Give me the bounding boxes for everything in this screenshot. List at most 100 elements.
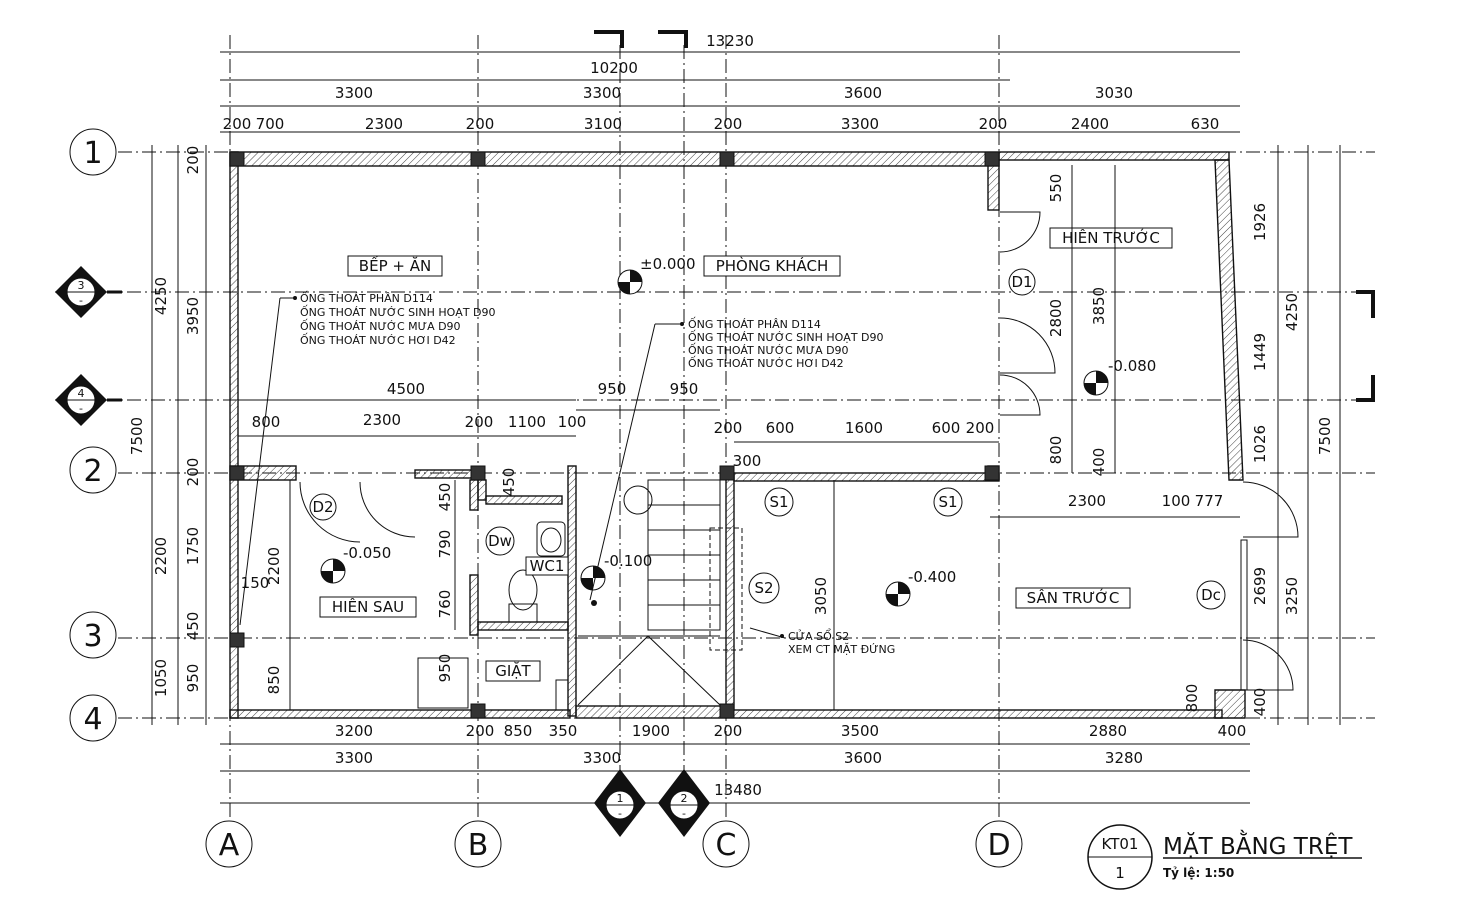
section-marker-2: 2 - [658,769,710,837]
svg-text:850: 850 [265,666,283,695]
svg-text:3600: 3600 [844,749,882,767]
level-marker-porch: -0.080 [1083,357,1156,396]
svg-text:950: 950 [184,664,202,693]
section-marker-3: 3 - [55,266,122,318]
wc-fixtures [417,521,569,711]
svg-text:-: - [618,807,622,820]
svg-text:XEM CT MẶT ĐỨNG: XEM CT MẶT ĐỨNG [788,643,895,656]
svg-text:200: 200 [223,115,252,133]
svg-text:ỐNG THOÁT NƯỚC HƠI D42: ỐNG THOÁT NƯỚC HƠI D42 [688,356,844,370]
svg-text:2200: 2200 [152,537,170,575]
svg-text:700: 700 [256,115,285,133]
svg-text:2300: 2300 [365,115,403,133]
level-marker-back: -0.050 [320,544,391,584]
svg-text:2: 2 [681,792,688,805]
svg-text:3030: 3030 [1095,84,1133,102]
svg-text:3300: 3300 [841,115,879,133]
svg-text:±0.000: ±0.000 [640,255,696,273]
svg-text:1026: 1026 [1251,425,1269,463]
svg-text:200: 200 [966,419,995,437]
room-labels: BẾP + ĂN PHÒNG KHÁCH HIÊN TRƯỚC HIÊN SAU… [319,227,1173,682]
svg-text:1100: 1100 [508,413,546,431]
tag-s2: S2 [754,579,773,597]
svg-text:ỐNG THOÁT NƯỚC SINH HOẠT D90: ỐNG THOÁT NƯỚC SINH HOẠT D90 [300,305,496,319]
svg-text:200: 200 [714,419,743,437]
svg-text:-0.050: -0.050 [343,544,391,562]
svg-text:-0.100: -0.100 [604,552,652,570]
svg-text:ỐNG THOÁT NƯỚC SINH HOẠT D90: ỐNG THOÁT NƯỚC SINH HOẠT D90 [688,330,884,344]
svg-text:3950: 3950 [184,297,202,335]
svg-text:1449: 1449 [1251,333,1269,371]
room-label-hien-truoc: HIÊN TRƯỚC [1062,228,1160,247]
svg-text:200: 200 [184,146,202,175]
title-block: KT01 1 MẶT BẰNG TRỆT Tỷ lệ: 1:50 [1087,824,1362,890]
svg-text:200: 200 [184,458,202,487]
svg-text:10200: 10200 [590,59,638,77]
window-note: CỬA SỔ S2 XEM CT MẶT ĐỨNG [749,627,895,656]
svg-text:400: 400 [1218,722,1247,740]
svg-text:200: 200 [979,115,1008,133]
svg-text:950: 950 [670,380,699,398]
grid-col-bubbles: A B C D [205,820,1023,868]
room-label-bep-an: BẾP + ĂN [359,254,431,275]
svg-text:-: - [79,294,83,307]
dimensions-interior: 4500 950 950 800 2300 200 1100 100 200 6… [238,165,1240,712]
svg-text:200: 200 [714,115,743,133]
svg-text:850: 850 [504,722,533,740]
svg-text:3600: 3600 [844,84,882,102]
svg-text:2880: 2880 [1089,722,1127,740]
tag-s1a: S1 [769,493,788,511]
room-label-giat: GIẶT [495,661,531,680]
svg-text:3100: 3100 [584,115,622,133]
svg-text:200: 200 [466,115,495,133]
svg-text:4: 4 [78,387,85,400]
svg-text:450: 450 [184,612,202,641]
svg-text:2699: 2699 [1251,567,1269,605]
svg-text:CỬA SỔ S2: CỬA SỔ S2 [788,628,849,643]
svg-text:4250: 4250 [1283,293,1301,331]
svg-text:800: 800 [1183,684,1201,713]
room-label-san-truoc: SÂN TRƯỚC [1027,588,1120,607]
dimensions-right: 4250 7500 3250 1926 1449 1026 2699 400 [1251,145,1341,725]
svg-text:950: 950 [598,380,627,398]
svg-text:-0.080: -0.080 [1108,357,1156,375]
grid-label-col-b: B [468,828,489,863]
grid-label-row-2: 2 [83,454,102,489]
svg-text:800: 800 [252,413,281,431]
svg-text:ỐNG THOÁT PHÂN D114: ỐNG THOÁT PHÂN D114 [300,291,433,305]
svg-text:3300: 3300 [335,84,373,102]
svg-text:3: 3 [78,279,85,292]
svg-text:3300: 3300 [583,84,621,102]
level-marker-wc: -0.100 [580,552,652,591]
svg-text:3250: 3250 [1283,577,1301,615]
columns [229,151,1000,719]
svg-text:3850: 3850 [1090,287,1108,325]
room-label-wc1: WC1 [530,557,565,575]
dimensions-left: 4250 7500 2200 1050 200 3950 200 1750 45… [128,145,207,725]
grid-label-row-4: 4 [83,702,102,737]
svg-text:2800: 2800 [1047,299,1065,337]
svg-text:4500: 4500 [387,380,425,398]
svg-text:3280: 3280 [1105,749,1143,767]
svg-text:ỐNG THOÁT NƯỚC MƯA D90: ỐNG THOÁT NƯỚC MƯA D90 [300,319,461,333]
tag-d1: D1 [1011,273,1032,291]
svg-text:4250: 4250 [152,277,170,315]
section-cut-ends [594,30,1375,402]
drawing-title: MẶT BẰNG TRỆT [1163,829,1353,860]
svg-text:100: 100 [1162,492,1191,510]
pipe-note-left: ỐNG THOÁT PHÂN D114 ỐNG THOÁT NƯỚC SINH … [239,291,496,626]
svg-text:ỐNG THOÁT NƯỚC HƠI D42: ỐNG THOÁT NƯỚC HƠI D42 [300,333,456,347]
svg-text:-: - [79,402,83,415]
room-label-hien-sau: HIÊN SAU [332,597,404,616]
tag-s1b: S1 [938,493,957,511]
grid-label-col-d: D [987,828,1010,863]
svg-text:3300: 3300 [335,749,373,767]
grid-row-bubbles: 1 2 3 4 [69,128,117,742]
svg-text:1926: 1926 [1251,203,1269,241]
svg-text:400: 400 [1090,448,1108,477]
svg-text:ỐNG THOÁT NƯỚC MƯA D90: ỐNG THOÁT NƯỚC MƯA D90 [688,343,849,357]
svg-text:2200: 2200 [265,547,283,585]
opening-tags: D1 D2 Dw Dc S1 S1 S2 [309,268,1226,610]
section-marker-4: 4 - [55,374,122,426]
tag-dc: Dc [1201,586,1221,604]
